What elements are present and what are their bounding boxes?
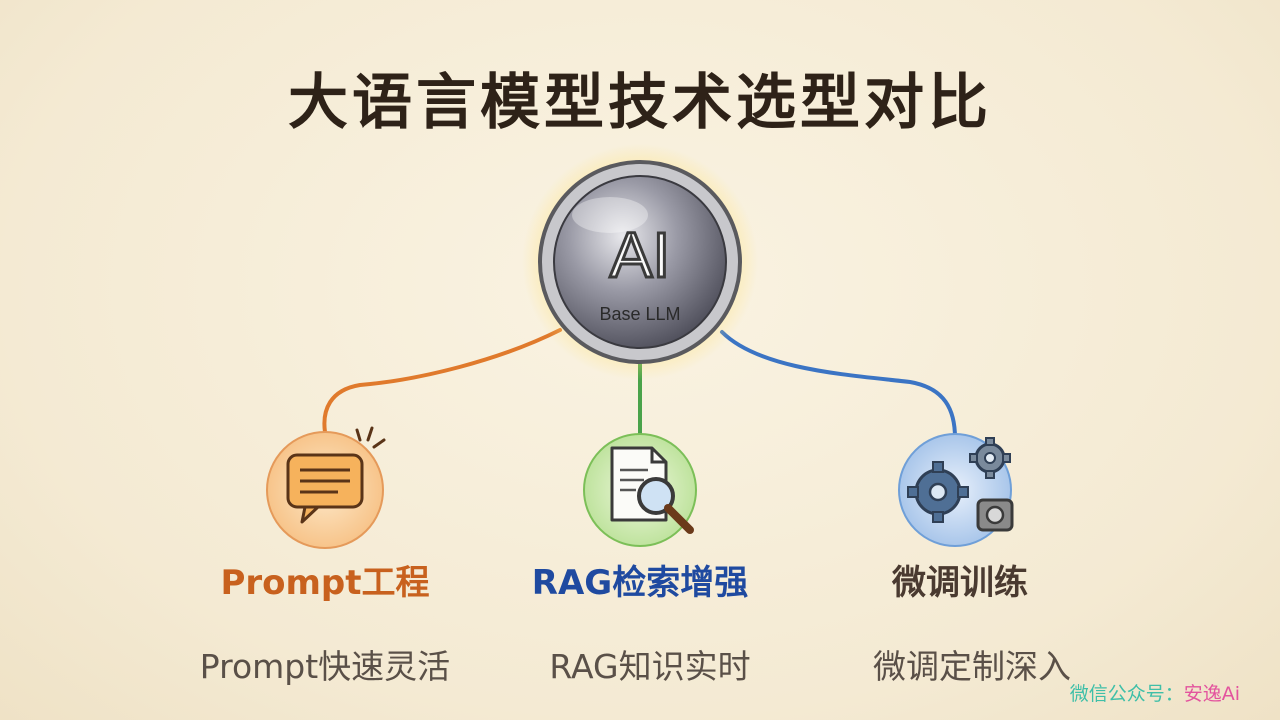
document-search-icon xyxy=(583,433,697,547)
branch-desc-finetune: 微调定制深入 xyxy=(873,647,1071,686)
speech-bubble-icon xyxy=(266,426,386,549)
connector-finetune xyxy=(720,330,957,440)
branch-title-finetune: 微调训练 xyxy=(892,563,1028,603)
branch-title-prompt: Prompt工程 xyxy=(220,563,430,603)
branch-title-rag: RAG检索增强 xyxy=(531,563,749,603)
branch-desc-prompt: Prompt快速灵活 xyxy=(199,647,451,686)
watermark: 微信公众号：安逸Ai xyxy=(1070,679,1240,706)
hub-ai-text: AI xyxy=(608,218,671,293)
hub-label: Base LLM xyxy=(599,304,681,324)
watermark-prefix: 微信公众号： xyxy=(1069,683,1184,705)
hub-node xyxy=(522,144,758,380)
gears-icon xyxy=(898,433,1014,547)
branch-desc-rag: RAG知识实时 xyxy=(549,647,751,686)
connector-prompt xyxy=(322,328,562,434)
watermark-name: 安逸Ai xyxy=(1183,683,1240,705)
page-title: 大语言模型技术选型对比 xyxy=(288,68,992,138)
